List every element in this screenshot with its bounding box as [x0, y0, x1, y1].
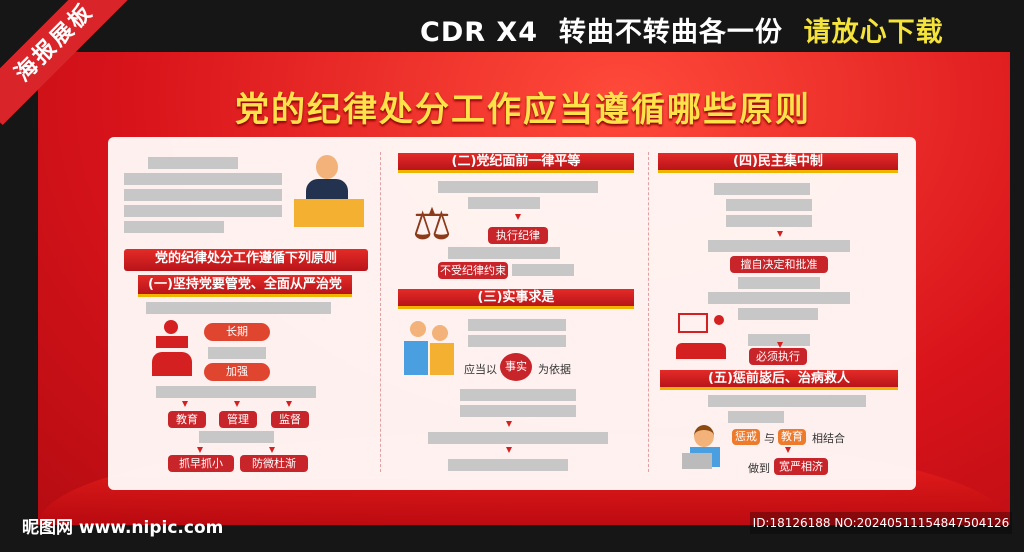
watermark-id: ID:18126188 NO:20240511154847504126 [750, 512, 1012, 534]
placeholder-text-bar [512, 264, 574, 276]
arrow-down-icon [785, 447, 791, 453]
arrow-down-icon [506, 447, 512, 453]
content-panel: 党的纪律处分工作遵循下列原则 (一)坚持党要管党、全面从严治党 长期 加强 教育… [108, 137, 916, 490]
arrow-down-icon [234, 401, 240, 407]
leader-audience-icon [152, 320, 192, 376]
placeholder-text-bar [738, 277, 820, 289]
speaker-podium-icon [294, 155, 364, 227]
section-4-ribbon: (四)民主集中制 [658, 153, 898, 173]
box-not-bound: 不受纪律约束 [438, 262, 508, 279]
placeholder-text-bar [714, 183, 810, 195]
placeholder-text-bar [468, 319, 566, 331]
scales-icon: ⚖ [412, 199, 452, 250]
placeholder-text-bar [748, 334, 810, 346]
banner-text: CDR X4 转曲不转曲各一份 请放心下载 [420, 10, 944, 49]
placeholder-text-bar [124, 189, 282, 201]
placeholder-text-bar [468, 197, 540, 209]
placeholder-text-bar [124, 173, 282, 185]
desc-label: 转曲不转曲各一份 [558, 17, 783, 48]
arrow-down-icon [506, 421, 512, 427]
placeholder-text-bar [708, 292, 850, 304]
poster-title: 党的纪律处分工作应当遵循哪些原则 [235, 90, 811, 130]
box-enforce: 执行纪律 [488, 227, 548, 244]
placeholder-text-bar [148, 157, 238, 169]
arrow-down-icon [182, 401, 188, 407]
tag-punish: 惩戒 [732, 429, 760, 445]
box-balanced: 宽严相济 [774, 458, 828, 475]
placeholder-text-bar [146, 302, 331, 314]
placeholder-text-bar [726, 199, 812, 211]
cta-label: 请放心下载 [803, 17, 944, 48]
arrow-down-icon [286, 401, 292, 407]
placeholder-text-bar [208, 347, 266, 359]
placeholder-text-bar [468, 335, 566, 347]
placeholder-text-bar [199, 431, 274, 443]
combine-label: 相结合 [812, 432, 845, 445]
arrow-down-icon [777, 342, 783, 348]
placeholder-text-bar [428, 432, 608, 444]
placeholder-text-bar [726, 215, 812, 227]
box-early: 抓早抓小 [168, 455, 234, 472]
box-prevent: 防微杜渐 [240, 455, 308, 472]
arrow-down-icon [777, 231, 783, 237]
placeholder-text-bar [156, 386, 316, 398]
fact-badge: 事实 [500, 353, 532, 381]
format-label: CDR X4 [420, 17, 539, 48]
pill-strengthen: 加强 [204, 363, 270, 381]
arrow-down-icon [269, 447, 275, 453]
placeholder-text-bar [738, 308, 818, 320]
section-3-ribbon: (三)实事求是 [398, 289, 634, 309]
placeholder-text-bar [448, 459, 568, 471]
principles-heading: 党的纪律处分工作遵循下列原则 [124, 249, 368, 271]
pill-long-term: 长期 [204, 323, 270, 341]
presentation-meeting-icon [676, 313, 728, 361]
box-supervision: 监督 [271, 411, 309, 428]
placeholder-text-bar [728, 411, 784, 423]
fact-prefix: 应当以 [464, 363, 497, 376]
office-worker-icon [682, 425, 730, 471]
section-2-ribbon: (二)党纪面前一律平等 [398, 153, 634, 173]
box-must-execute: 必须执行 [749, 348, 807, 365]
and-label: 与 [764, 432, 775, 445]
placeholder-text-bar [460, 389, 576, 401]
arrow-down-icon [197, 447, 203, 453]
box-unauthorized: 擅自决定和批准 [730, 256, 828, 273]
fact-suffix: 为依据 [538, 363, 571, 376]
placeholder-text-bar [708, 395, 866, 407]
doto-label: 做到 [748, 462, 770, 475]
reading-people-icon [404, 321, 456, 377]
divider [648, 152, 649, 472]
placeholder-text-bar [448, 247, 560, 259]
arrow-down-icon [515, 214, 521, 220]
section-1-ribbon: (一)坚持党要管党、全面从严治党 [138, 275, 352, 297]
placeholder-text-bar [124, 221, 224, 233]
placeholder-text-bar [124, 205, 282, 217]
top-bar [0, 0, 1024, 52]
placeholder-text-bar [708, 240, 850, 252]
placeholder-text-bar [438, 181, 598, 193]
section-5-ribbon: (五)惩前毖后、治病救人 [660, 370, 898, 390]
box-management: 管理 [219, 411, 257, 428]
box-education: 教育 [168, 411, 206, 428]
divider [380, 152, 381, 472]
watermark-site: 昵图网 www.nipic.com [22, 518, 224, 538]
placeholder-text-bar [460, 405, 576, 417]
tag-educate: 教育 [778, 429, 806, 445]
